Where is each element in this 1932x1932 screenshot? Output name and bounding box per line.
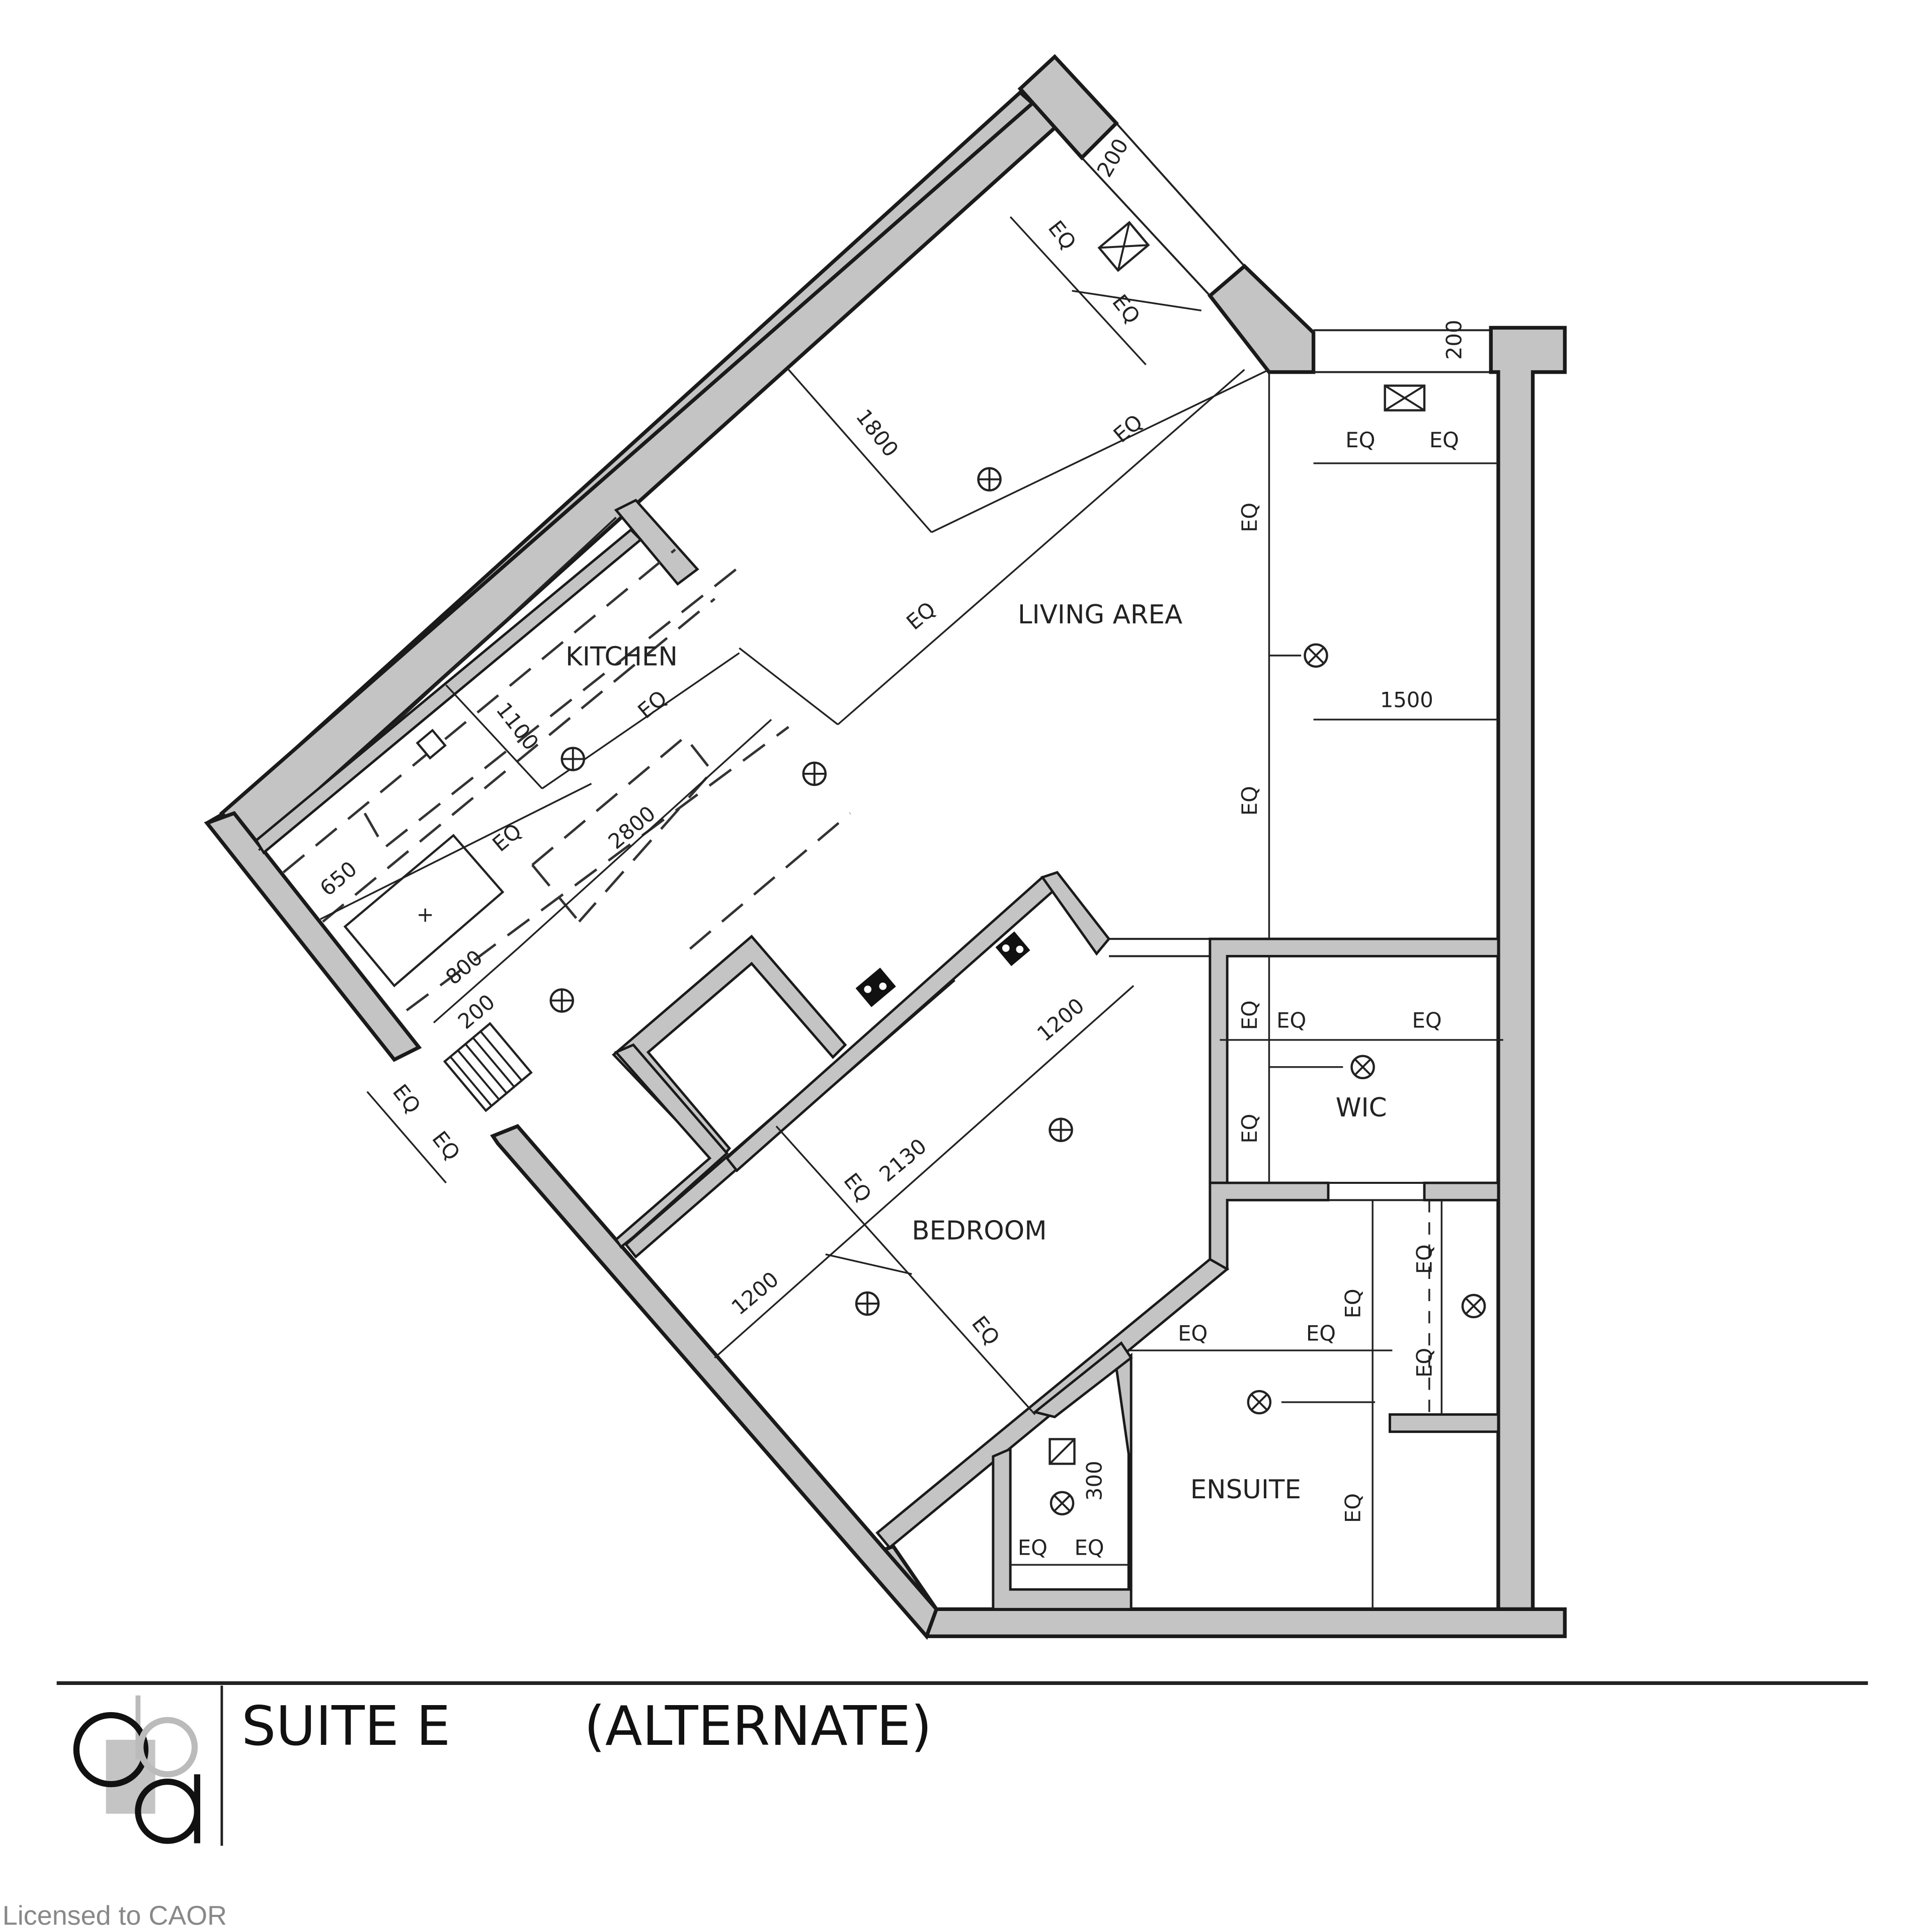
firm-logo bbox=[73, 1695, 200, 1844]
ceiling-light-icon bbox=[1049, 1117, 1073, 1142]
dim-1500: 1500 bbox=[1380, 688, 1433, 712]
dim-2130: 2130 bbox=[874, 1134, 931, 1187]
sink-cross: + bbox=[417, 902, 434, 927]
south-wall bbox=[867, 1544, 1567, 1638]
dim-200-right: 200 bbox=[1441, 320, 1466, 360]
recessed-light-icon bbox=[1247, 1390, 1272, 1415]
ceiling-light-icon bbox=[977, 467, 1002, 492]
kitchen-upper-cab bbox=[255, 528, 643, 855]
dim-eq: EQ bbox=[1429, 428, 1459, 452]
room-label-kitchen: KITCHEN bbox=[566, 641, 678, 672]
dim-1200-upper: 1200 bbox=[1032, 993, 1089, 1046]
exhaust-fan-icon bbox=[1384, 384, 1426, 412]
suite-title: SUITE E bbox=[242, 1695, 450, 1758]
dim-eq: EQ bbox=[1276, 1008, 1306, 1032]
dim-eq: EQ bbox=[1412, 1244, 1437, 1274]
room-label-wic: WIC bbox=[1336, 1093, 1387, 1123]
dim-eq: EQ bbox=[427, 1126, 465, 1165]
dim-eq: EQ bbox=[1237, 1114, 1262, 1144]
dim-eq: EQ bbox=[633, 685, 672, 723]
dim-1800: 1800 bbox=[851, 405, 904, 462]
recessed-light-icon bbox=[1304, 643, 1328, 668]
recessed-light-icon bbox=[1350, 1055, 1375, 1080]
exterior-walls bbox=[204, 54, 1567, 1640]
title-block: SUITE E (ALTERNATE) bbox=[56, 1681, 1868, 1846]
room-label-bedroom: BEDROOM bbox=[912, 1216, 1046, 1246]
ceiling-light-icon bbox=[802, 761, 827, 786]
dim-eq: EQ bbox=[488, 819, 526, 857]
corner-pier bbox=[1207, 264, 1316, 374]
recessed-light-icon bbox=[1050, 1491, 1075, 1515]
dim-eq: EQ bbox=[1075, 1536, 1104, 1560]
dim-eq: EQ bbox=[1178, 1321, 1208, 1345]
window-ne-inner bbox=[1081, 157, 1211, 297]
exhaust-fan-icon bbox=[1097, 220, 1150, 272]
dim-eq: EQ bbox=[388, 1080, 426, 1118]
suite-subtitle: (ALTERNATE) bbox=[584, 1695, 932, 1758]
dim-eq: EQ bbox=[1341, 1493, 1365, 1523]
dim-eq: EQ bbox=[1237, 1000, 1262, 1030]
room-label-living: LIVING AREA bbox=[1018, 600, 1182, 630]
sink-icon bbox=[343, 834, 505, 988]
dimension-lines bbox=[319, 216, 1503, 1609]
electrical-panel-icon bbox=[855, 968, 896, 1007]
recessed-light-icon bbox=[1461, 1294, 1486, 1319]
interior-walls bbox=[612, 871, 1500, 1611]
room-label-ensuite: ENSUITE bbox=[1190, 1475, 1301, 1505]
exhaust-fan-icon bbox=[1049, 1438, 1076, 1465]
room-labels: LIVING AREA KITCHEN BEDROOM WIC ENSUITE bbox=[566, 600, 1387, 1505]
dim-eq: EQ bbox=[1345, 428, 1375, 452]
ceiling-light-icon bbox=[549, 988, 574, 1013]
dim-eq: EQ bbox=[1237, 503, 1262, 532]
west-wall bbox=[204, 811, 422, 1062]
dim-eq: EQ bbox=[1341, 1289, 1365, 1318]
east-wall bbox=[1489, 326, 1567, 1612]
sw-wall bbox=[490, 1123, 939, 1640]
dim-eq: EQ bbox=[1306, 1321, 1336, 1345]
license-watermark: Licensed to CAOR bbox=[3, 1900, 227, 1930]
nw-wall-body bbox=[219, 98, 1060, 851]
dim-eq: EQ bbox=[1043, 216, 1081, 255]
kitchen-stub-wall bbox=[614, 499, 699, 586]
dim-eq: EQ bbox=[1412, 1348, 1437, 1378]
dim-eq: EQ bbox=[1109, 410, 1148, 448]
ceiling-light-icon bbox=[560, 747, 586, 771]
dim-eq: EQ bbox=[1412, 1008, 1442, 1032]
panel-icon bbox=[416, 729, 447, 760]
dim-eq: EQ bbox=[1018, 1536, 1048, 1560]
kitchen-cabinets bbox=[282, 548, 851, 1012]
dim-eq: EQ bbox=[1237, 786, 1262, 816]
dim-eq: EQ bbox=[902, 597, 940, 635]
smoke-detector-icon bbox=[995, 931, 1030, 967]
light-fixtures bbox=[549, 220, 1486, 1515]
radiator-icon bbox=[443, 1022, 533, 1112]
window-ne-outer bbox=[1115, 122, 1245, 267]
ceiling-light-icon bbox=[855, 1291, 880, 1316]
dim-eq: EQ bbox=[1107, 290, 1145, 329]
dim-300: 300 bbox=[1082, 1461, 1106, 1500]
top-pier bbox=[1017, 54, 1119, 160]
dim-800: 800 bbox=[441, 945, 487, 990]
dim-1200-lower: 1200 bbox=[727, 1267, 783, 1320]
